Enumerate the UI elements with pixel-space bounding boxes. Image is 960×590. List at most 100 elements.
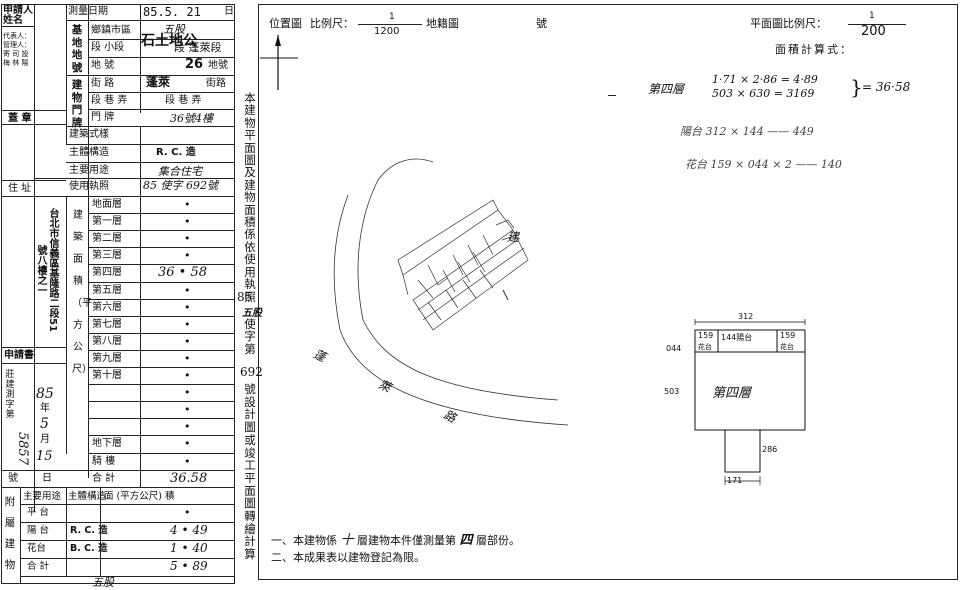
floor-value: • [184,283,191,297]
applicant-label: 申請人姓名 [3,5,33,26]
year-label: 年 [40,403,50,414]
middle-no-hw: 692 [240,365,263,379]
floor-value: • [184,317,191,331]
calc-line3: 花台 159 × 044 × 2 —— 140 [685,158,842,171]
attached-use: 花台 [27,543,47,554]
lot-value: 26 [185,57,204,72]
month-label: 月 [40,434,50,445]
permit-value: 85 使字 692號 [143,179,218,192]
bottom-note: 五股 [92,576,114,589]
seal-label: 蓋 章 [8,113,32,124]
floor-name: 第六層 [92,301,122,313]
dim-286: 286 [762,445,778,454]
structure-label: 主體構造 [69,147,109,158]
district-value: 五股 [163,23,185,36]
floor-name: 第九層 [92,352,122,364]
floor-name: 第三層 [92,250,122,262]
floor-value: • [184,454,191,468]
street-suffix: 街路 [206,78,226,89]
north-arrow-icon [260,35,298,90]
survey-date-label: 測量日期 [68,6,108,17]
floor-value: • [184,386,191,400]
applicant-name: 代表人： 管理人： 寄 司 設 梅 林 陽 [3,32,31,67]
address-label: 住 址 [8,183,32,194]
floor-value: • [184,369,191,382]
survey-date-suffix: 日 [224,6,234,17]
floor-name: 第十層 [92,370,122,381]
floor-plan-scale-den: 200 [861,24,886,39]
application-value: 莊建測字第 [5,370,15,420]
month-value: 5 [40,416,49,432]
floor-name: 地下層 [92,438,122,450]
calc-label: 面積計算式： [775,43,853,56]
lane-value: 段 巷 弄 [165,95,202,106]
dim-503: 503 [664,387,680,396]
note-2: 二、本成果表以建物登記為限。 [271,551,425,564]
middle-vertical-text-2: 使字第 [244,317,256,356]
attached-structure: B. C. 造 [70,543,108,554]
calc-line1-b: 503 × 630 = 3169 [712,87,815,100]
middle-year-hw: 85 [237,290,253,304]
survey-date-value: 85.5. 21 [143,5,201,19]
floor-name: 騎 樓 [92,455,116,467]
use-value: 集合住宅 [158,165,202,178]
main-frame [258,4,958,580]
attached-area: 5 • 89 [170,559,208,573]
calc-line1-result: = 36·58 [862,80,911,94]
flower-label-left: 花台 [698,343,712,351]
location-scale-num: 1 [389,12,395,22]
lot-suffix: 地號 [208,60,228,71]
floor-name: 地面層 [92,199,122,210]
floor-value: • [184,215,191,229]
middle-vertical-text-3: 號設計圖或竣工平面圖轉繪計算 [244,382,256,562]
street-hw: 建 [507,230,520,244]
area-label: 建築面積（平方公尺） [72,210,92,375]
lane-label: 段 巷 弄 [91,95,128,106]
floor-name: 第七層 [92,318,122,330]
attached-use: 合 計 [27,561,50,572]
floor-value: • [184,351,191,365]
district-label: 鄉鎮市區 [91,25,131,36]
floor-name: 第四層 [92,267,122,279]
building-block [397,199,529,331]
permit-label: 使用執照 [69,181,109,192]
road-outline [357,179,559,401]
floor-plan-scale-num: 1 [869,11,875,21]
day-label: 日 [42,473,52,484]
number-label: 號 [8,473,18,484]
floor-plan-scale-label: 平面圖比例尺： [750,17,827,30]
application-label: 申請書 [4,350,34,361]
floor-name: 第五層 [92,284,122,296]
note-1: 一、本建物係 十 層建物本件僅測量第 四 層部份。 [271,533,521,548]
attached-label: 附屬建物 [4,496,16,571]
calc-floor-label: 第四層 [648,82,685,96]
floor-value: • [184,403,191,417]
day-value: 15 [36,449,53,464]
floor-name: 第八層 [92,335,122,347]
location-scale-den: 1200 [374,26,400,37]
location-label: 位置圖 [269,17,302,30]
section-label: 段 小段 [91,42,125,53]
attached-use: 陽 台 [27,525,50,536]
floor-value: • [184,249,191,263]
calc-line1-a: 1·71 × 2·86 = 4·89 [712,73,818,86]
dim-171: 171 [727,476,743,485]
middle-vertical-text: 本建物平面圖及建物面積係依使用執照 [244,91,256,304]
floor-plan-drawing [694,319,806,485]
floor-value: • [184,232,191,246]
use-label: 主要用途 [69,165,109,176]
floor-name: 第一層 [92,216,122,228]
floor-value: 36 • 58 [158,265,208,281]
floor-value: • [184,334,191,348]
base-land-label: 基地地號 [71,24,83,74]
floor-name: 第二層 [92,233,122,245]
attached-header-structure: 主體構造 [68,491,107,502]
calc-brace: } [850,75,863,99]
cadastral-number-label: 號 [536,17,547,30]
total-label: 合 計 [92,473,116,484]
attached-area: 1 • 40 [170,541,208,555]
attached-area: 4 • 49 [170,523,208,537]
floor-value: • [184,420,191,434]
attached-structure: R. C. 造 [70,525,108,536]
dim-312: 312 [738,312,754,321]
